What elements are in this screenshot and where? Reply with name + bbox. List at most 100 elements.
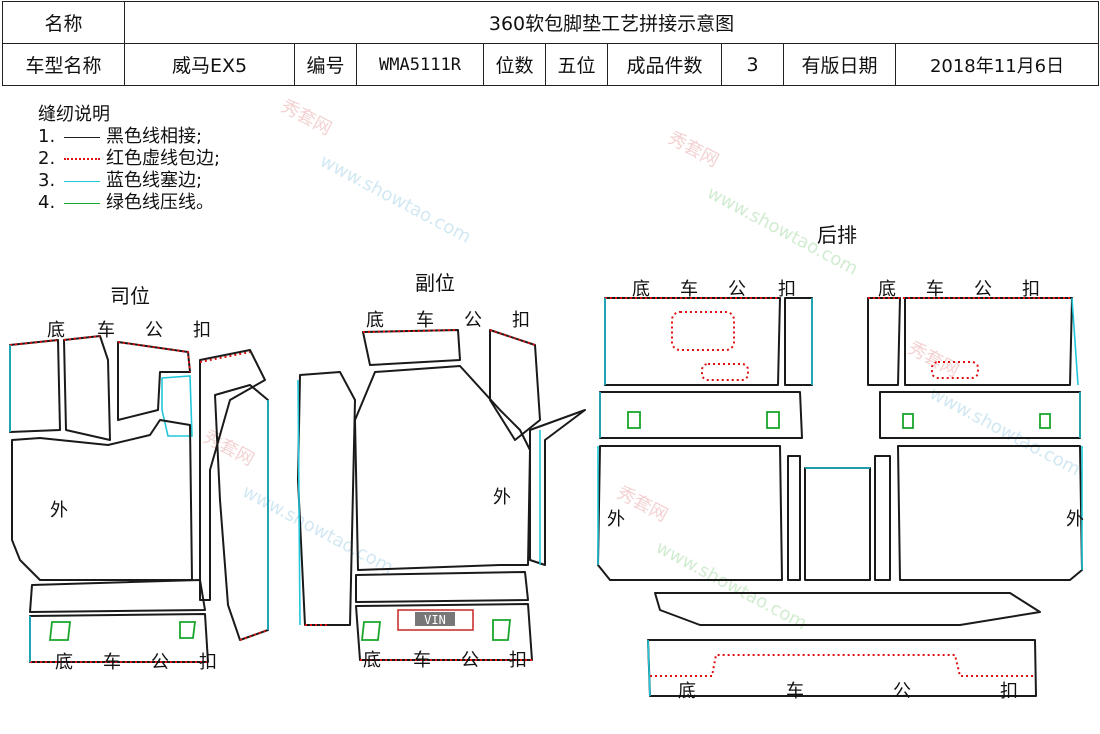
note-item: 3. 蓝色线塞边; bbox=[38, 170, 220, 192]
passenger-section-title: 副位 bbox=[415, 271, 455, 295]
label-kou: 扣 bbox=[199, 652, 217, 673]
label-di: 底 bbox=[47, 320, 65, 341]
label-che: 车 bbox=[413, 650, 431, 671]
driver-section-title: 司位 bbox=[110, 284, 150, 308]
label-gong: 公 bbox=[151, 652, 169, 673]
label-che: 车 bbox=[103, 652, 121, 673]
label-gong: 公 bbox=[974, 279, 992, 300]
driver-left-piece bbox=[9, 339, 61, 433]
watermark-url: www.showtao.com bbox=[652, 537, 810, 634]
watermark-brand: 秀套网 bbox=[278, 96, 336, 140]
seat-value: 五位 bbox=[545, 43, 608, 86]
red-edge bbox=[63, 335, 101, 341]
rear-right-connector bbox=[874, 455, 891, 581]
note-item: 4. 绿色线压线。 bbox=[38, 192, 220, 214]
label-di: 底 bbox=[366, 310, 384, 331]
watermark-url: www.showtao.com bbox=[316, 151, 474, 248]
label-che: 车 bbox=[680, 279, 698, 300]
label-kou: 扣 bbox=[193, 320, 211, 341]
driver-mat: 底 车 公 扣 外 底 车 bbox=[9, 320, 269, 673]
green-line-swatch bbox=[64, 202, 100, 204]
note-item: 2. 红色虚线包边; bbox=[38, 148, 220, 170]
label-kou: 扣 bbox=[1022, 279, 1040, 300]
passenger-right-tab bbox=[489, 329, 541, 441]
passenger-side-strip bbox=[529, 409, 586, 566]
red-cutout bbox=[671, 311, 735, 351]
notes-title: 缝纫说明 bbox=[38, 104, 110, 125]
cyan-edge bbox=[297, 379, 301, 626]
passenger-main-floor bbox=[354, 365, 531, 571]
rear-left-band bbox=[599, 391, 803, 439]
passenger-top-piece bbox=[362, 329, 461, 366]
passenger-left-strip bbox=[297, 371, 356, 626]
label-di: 底 bbox=[632, 279, 650, 300]
rear-left-strip bbox=[784, 297, 813, 386]
rear-bottom-piece bbox=[647, 639, 1037, 697]
label-kou: 扣 bbox=[1000, 681, 1018, 702]
driver-tab-piece bbox=[117, 341, 191, 421]
label-gong: 公 bbox=[893, 681, 911, 702]
red-edge bbox=[117, 341, 191, 373]
date-value: 2018年11月6日 bbox=[894, 43, 1100, 86]
label-gong: 公 bbox=[461, 650, 479, 671]
green-stitch bbox=[902, 413, 914, 429]
green-stitch bbox=[48, 621, 72, 641]
label-outer: 外 bbox=[50, 500, 68, 521]
label-outer: 外 bbox=[1066, 509, 1084, 530]
name-label: 名称 bbox=[2, 1, 125, 44]
seat-label: 位数 bbox=[483, 43, 546, 86]
passenger-heel-strip bbox=[355, 571, 529, 603]
label-di: 底 bbox=[878, 279, 896, 300]
sheet-title: 360软包脚垫工艺拼接示意图 bbox=[123, 1, 1100, 44]
cyan-edge bbox=[647, 639, 651, 697]
label-outer: 外 bbox=[493, 487, 511, 508]
note-number: 4. bbox=[38, 192, 56, 213]
watermark-url: www.showtao.com bbox=[926, 383, 1084, 480]
label-di: 底 bbox=[678, 681, 696, 702]
rear-heel-strip bbox=[654, 592, 1041, 626]
label-outer: 外 bbox=[607, 509, 625, 530]
note-text: 绿色线压线。 bbox=[106, 192, 214, 213]
label-di: 底 bbox=[363, 650, 381, 671]
driver-side-panel bbox=[214, 384, 269, 641]
note-text: 红色虚线包边; bbox=[106, 148, 221, 169]
green-stitch bbox=[627, 411, 641, 429]
driver-side-strip bbox=[199, 349, 266, 601]
red-edge bbox=[199, 351, 251, 363]
rear-tunnel-piece bbox=[804, 467, 871, 581]
green-stitch bbox=[1039, 413, 1051, 429]
rear-section-title: 后排 bbox=[817, 223, 857, 247]
driver-main-floor bbox=[11, 419, 193, 581]
passenger-mat: 底 车 公 扣 外 VIN 底 车 公 扣 bbox=[297, 310, 586, 671]
vin-label: VIN bbox=[424, 613, 446, 627]
red-cutout bbox=[701, 363, 749, 381]
rear-right-strip bbox=[867, 297, 901, 386]
rear-mat: 底 车 公 扣 底 车 公 扣 bbox=[597, 279, 1084, 702]
red-cutout bbox=[931, 361, 979, 379]
note-text: 蓝色线塞边; bbox=[106, 170, 203, 191]
label-di: 底 bbox=[55, 652, 73, 673]
red-edge bbox=[650, 654, 1036, 677]
label-kou: 扣 bbox=[509, 650, 527, 671]
green-stitch bbox=[179, 621, 197, 639]
model-value: 威马EX5 bbox=[124, 43, 295, 86]
watermark-brand: 秀套网 bbox=[665, 128, 723, 172]
label-che: 车 bbox=[926, 279, 944, 300]
vin-window bbox=[397, 609, 474, 631]
note-number: 3. bbox=[38, 170, 56, 191]
note-text: 黑色线相接; bbox=[106, 126, 203, 147]
label-che: 车 bbox=[416, 310, 434, 331]
note-number: 2. bbox=[38, 148, 56, 169]
rear-left-upper bbox=[604, 297, 781, 386]
label-gong: 公 bbox=[145, 320, 163, 341]
green-stitch bbox=[492, 619, 511, 641]
label-gong: 公 bbox=[728, 279, 746, 300]
watermark-brand: 秀套网 bbox=[200, 427, 258, 471]
watermark-url: www.showtao.com bbox=[239, 481, 397, 578]
red-edge bbox=[362, 329, 459, 333]
rear-right-floor bbox=[897, 445, 1083, 581]
black-line-swatch bbox=[64, 136, 100, 138]
date-label: 有版日期 bbox=[783, 43, 896, 86]
